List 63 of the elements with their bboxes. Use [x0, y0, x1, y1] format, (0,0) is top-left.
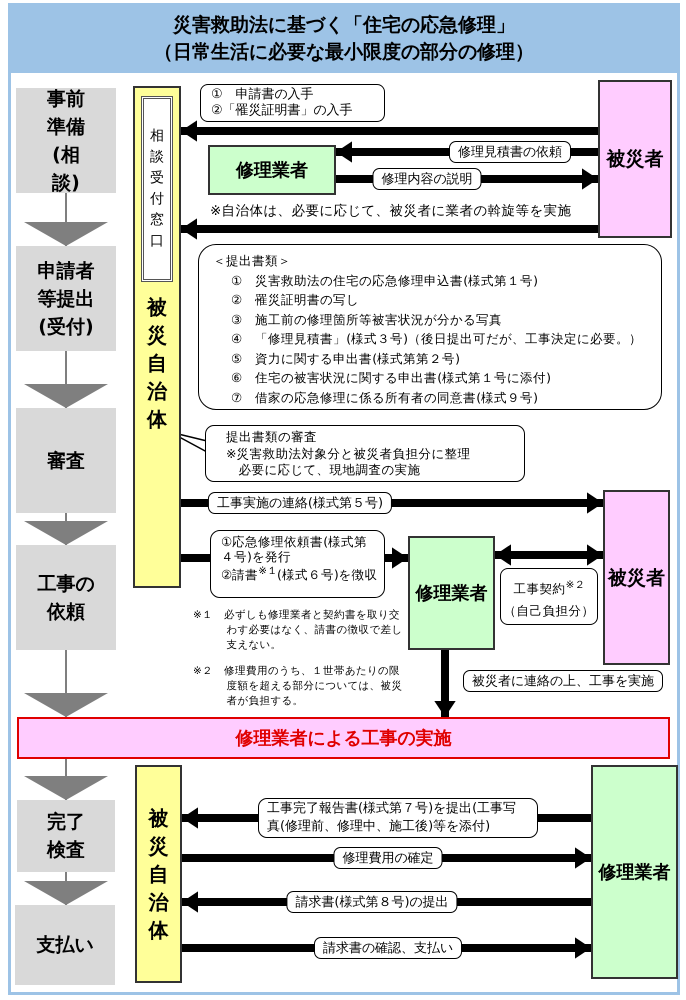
contractor-box: 修理業者: [591, 765, 678, 979]
arrow: [181, 119, 598, 143]
note-box: [500, 568, 598, 625]
edge-label: 修理費用の確定: [334, 847, 442, 869]
edge-label: 修理見積書の依頼: [449, 141, 571, 163]
list-item: ① 災害救助法の住宅の応急修理申込書(様式第１号): [230, 272, 539, 290]
note-line: ①応急修理依頼書(様式第４号)を発行: [221, 534, 368, 564]
note-box: [210, 530, 385, 598]
list-item: ⑤ 資力に関する申出書(様式第第２号): [230, 350, 461, 368]
contractor-box: 修理業者: [208, 145, 336, 195]
note-line: （自己負担分）: [503, 602, 595, 620]
chevron-arrow: [24, 872, 108, 905]
list-item: ⑥ 住宅の被害状況に関する申出書(様式第１号に添付): [230, 369, 552, 387]
victim-box: 被災者: [598, 80, 672, 238]
step-box: 工事の依頼: [16, 545, 116, 650]
highlight-band: 修理業者による工事の実施: [17, 717, 670, 759]
step-box: 支払い: [15, 905, 115, 985]
title-line: （日常生活に必要な最小限度の部分の修理）: [153, 40, 535, 65]
document-list-box: [198, 244, 662, 410]
chevron-arrow: [24, 513, 108, 545]
note-text: ※自治体は、必要に応じて、被災者に業者の斡旋等を実施: [210, 202, 572, 221]
chevron-arrow: [24, 193, 108, 246]
arrow: [181, 217, 598, 241]
arrow: [385, 546, 408, 570]
step-box: 申請者等提出(受付): [16, 246, 116, 351]
title-banner: [8, 3, 680, 73]
box-label: 被災自治体: [146, 294, 168, 433]
edge-label: 修理内容の説明: [372, 168, 482, 190]
footnote: ※１ 必ずしも修理業者と契約書を取り交わす必要はなく、請書の徴収で差し支えない。: [193, 608, 404, 654]
title-line: 災害救助法に基づく「住宅の応急修理」: [172, 13, 516, 38]
list-item: ③ 施工前の修理箇所等被害状況が分かる写真: [230, 310, 504, 328]
note-box: [200, 84, 385, 122]
edge-label: 工事実施の連絡(様式第５号): [208, 492, 392, 514]
edge-label: 被災者に連絡の上、工事を実施: [463, 670, 663, 692]
chevron-arrow: [24, 759, 108, 800]
arrow: [433, 650, 457, 717]
callout-line: 提出書類の審査: [226, 429, 318, 446]
arrow: [495, 543, 603, 567]
step-box: 事前準備(相談): [16, 88, 116, 193]
edge-label: 工事完了報告書(様式第７号)を提出(工事写真(修理前、修理中、施工後)等を添付): [258, 798, 538, 838]
edge-label: 請求書の確認、支払い: [314, 937, 462, 959]
step-box: 完了検査: [17, 800, 115, 872]
list-item: ② 罹災証明書の写し: [230, 291, 360, 309]
footnote: ※２ 修理費用のうち、１世帯あたりの限度額を超える部分については、被災者が負担する。: [193, 664, 404, 710]
list-item: ⑦ 借家の応急修理に係る所有者の同意書(様式９号): [230, 388, 539, 406]
municipality-box: 被災自治体: [135, 765, 182, 983]
edge-label: 請求書(様式第８号)の提出: [286, 891, 458, 913]
contractor-box: 修理業者: [408, 536, 495, 650]
callout-box: [205, 425, 525, 482]
note-line: ②「罹災証明書」の入手: [211, 103, 354, 119]
note-line: ②請書$^{※１}$(様式６号)を徴収: [221, 564, 378, 582]
step-box: 審査: [16, 408, 116, 513]
list-item: ④ 「修理見積書」(様式３号)（後日提出可だが、工事決定に必要。）: [230, 330, 643, 348]
chevron-arrow: [24, 351, 108, 408]
window-box: 相談受付窓口: [141, 96, 173, 282]
callout-line: 必要に応じて、現地調査の実施: [238, 462, 422, 478]
callout-line: ※災害救助法対象分と被災者負担分に整理: [226, 446, 472, 462]
note-line: ① 申請書の入手: [211, 87, 315, 103]
municipality-box: [133, 86, 181, 588]
list-heading: ＜提出書類＞: [213, 252, 292, 270]
note-line: 工事契約$^{※２}$: [512, 578, 586, 598]
victim-box: 被災者: [603, 490, 670, 665]
chevron-arrow: [24, 650, 108, 717]
